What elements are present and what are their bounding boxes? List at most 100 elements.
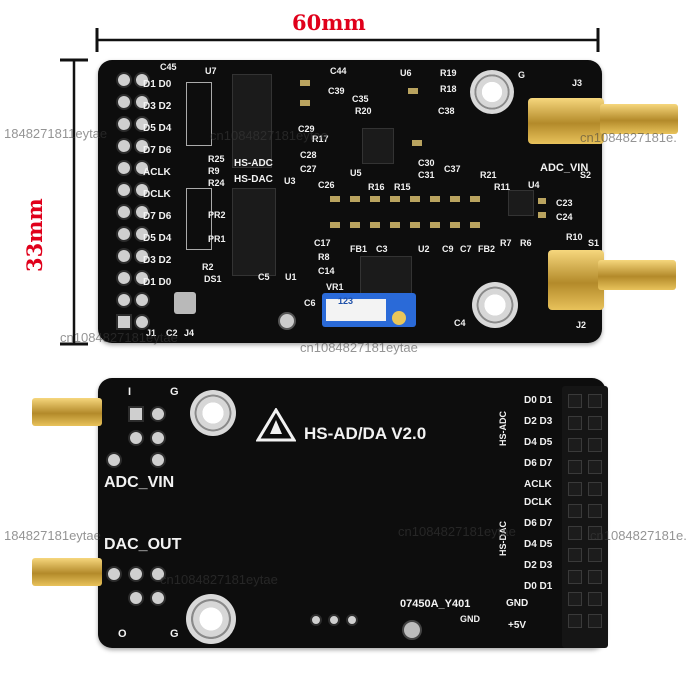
silk-c35: C35 bbox=[352, 94, 369, 104]
smd-component bbox=[390, 196, 400, 202]
smd-component bbox=[538, 198, 546, 204]
board-title: HS-AD/DA V2.0 bbox=[304, 424, 427, 443]
watermark: 1848271811eytae bbox=[4, 126, 108, 141]
silk-c31: C31 bbox=[418, 170, 435, 180]
silk-u5: U5 bbox=[350, 168, 362, 178]
silk-r9: R9 bbox=[208, 166, 220, 176]
pad bbox=[346, 614, 358, 626]
silk-c30: C30 bbox=[418, 158, 435, 168]
pad bbox=[128, 590, 144, 606]
silk-c6: C6 bbox=[304, 298, 316, 308]
pin-label: DCLK bbox=[143, 189, 171, 200]
smd-component bbox=[430, 196, 440, 202]
watermark: cn1084827181eytae bbox=[210, 128, 328, 143]
silk-plus5v: +5V bbox=[508, 620, 527, 631]
silk-u2: U2 bbox=[418, 244, 430, 254]
adc-pin-labels: D0 D1 D2 D3 D4 D5 D6 D7 ACLK bbox=[524, 390, 552, 495]
smd-component bbox=[330, 222, 340, 228]
silk-j3: J3 bbox=[572, 78, 583, 88]
silk-c45: C45 bbox=[160, 62, 177, 72]
silk-u6: U6 bbox=[400, 68, 412, 78]
pad bbox=[150, 430, 166, 446]
silk-j4: J4 bbox=[184, 328, 195, 338]
silk-j2: J2 bbox=[576, 320, 587, 330]
pad bbox=[128, 406, 144, 422]
silk-c37: C37 bbox=[444, 164, 461, 174]
mounting-hole bbox=[190, 390, 236, 436]
pin-label: D7 D6 bbox=[143, 145, 172, 156]
potentiometer bbox=[322, 293, 416, 327]
tantalum-capacitor bbox=[174, 292, 196, 314]
silk-r10: R10 bbox=[566, 232, 583, 242]
silk-u1: U1 bbox=[285, 272, 297, 282]
silk-c17: C17 bbox=[314, 238, 331, 248]
smd-component bbox=[350, 196, 360, 202]
silk-c7: C7 bbox=[460, 244, 472, 254]
pin-label: D1 D0 bbox=[143, 277, 172, 288]
bottom-pcb-board bbox=[98, 378, 606, 648]
silk-fb1: FB1 bbox=[350, 244, 368, 254]
silk-r11: R11 bbox=[494, 182, 511, 192]
silk-r21: R21 bbox=[480, 170, 497, 180]
watermark: 184827181eytae bbox=[4, 528, 101, 543]
silk-r2: R2 bbox=[202, 262, 214, 272]
watermark: cn1084827181eytae bbox=[160, 572, 278, 587]
silk-c14: C14 bbox=[318, 266, 335, 276]
pin-label: D1 D0 bbox=[143, 79, 172, 90]
watermark: cn1084827181e. bbox=[580, 130, 677, 145]
silk-c9: C9 bbox=[442, 244, 454, 254]
silk-hs-dac: HS-DAC bbox=[234, 174, 273, 185]
smd-component bbox=[470, 196, 480, 202]
height-dimension-label: 33mm bbox=[22, 198, 47, 272]
silk-hs-adc: HS-ADC bbox=[234, 158, 273, 169]
silk-pr2: PR2 bbox=[208, 210, 226, 220]
silk-r24: R24 bbox=[208, 178, 225, 188]
pin-label: D0 D1 bbox=[524, 395, 553, 406]
silk-c24: C24 bbox=[556, 212, 573, 222]
watermark: cn1084827181eytae bbox=[300, 340, 418, 355]
sma-connector-adc-vin bbox=[32, 398, 102, 426]
silk-r16: R16 bbox=[368, 182, 385, 192]
silk-ds1: DS1 bbox=[204, 274, 222, 284]
pad bbox=[328, 614, 340, 626]
silk-g-bottom: G bbox=[170, 628, 179, 640]
pad bbox=[150, 406, 166, 422]
silk-u4: U4 bbox=[528, 180, 540, 190]
smd-component bbox=[538, 212, 546, 218]
silk-o: O bbox=[118, 628, 127, 640]
watermark: cn1084827181eytae bbox=[60, 330, 178, 345]
sma-connector-j2-thread bbox=[598, 260, 676, 290]
silk-r25: R25 bbox=[208, 154, 225, 164]
smd-component bbox=[370, 196, 380, 202]
pin-label: D0 D1 bbox=[524, 581, 553, 592]
silk-adc-vin-bottom: ADC_VIN bbox=[104, 474, 175, 491]
pad bbox=[150, 566, 166, 582]
silk-u7: U7 bbox=[205, 66, 217, 76]
top-pin-header bbox=[112, 68, 152, 338]
smd-component bbox=[450, 222, 460, 228]
test-point bbox=[278, 312, 296, 330]
pin-label: DCLK bbox=[524, 497, 552, 508]
smd-component bbox=[300, 80, 310, 86]
silk-c4: C4 bbox=[454, 318, 466, 328]
silk-c29: C29 bbox=[298, 124, 315, 134]
pin-label: D3 D2 bbox=[143, 255, 172, 266]
pin-label: D2 D3 bbox=[524, 560, 553, 571]
resistor-array bbox=[186, 188, 212, 250]
pad bbox=[106, 566, 122, 582]
pad bbox=[310, 614, 322, 626]
potentiometer-label: 123 bbox=[338, 296, 354, 306]
silk-s2: S2 bbox=[580, 170, 592, 180]
smd-component bbox=[300, 100, 310, 106]
silk-r17: R17 bbox=[312, 134, 329, 144]
silk-r19: R19 bbox=[440, 68, 457, 78]
silk-c28: C28 bbox=[300, 150, 317, 160]
female-header bbox=[562, 386, 608, 648]
mounting-hole bbox=[186, 594, 236, 644]
silk-pr1: PR1 bbox=[208, 234, 226, 244]
silk-r18: R18 bbox=[440, 84, 457, 94]
silk-dac-out: DAC_OUT bbox=[104, 536, 182, 553]
silk-r8: R8 bbox=[318, 252, 330, 262]
chip-u7 bbox=[232, 74, 272, 168]
chip-u5 bbox=[362, 128, 394, 164]
